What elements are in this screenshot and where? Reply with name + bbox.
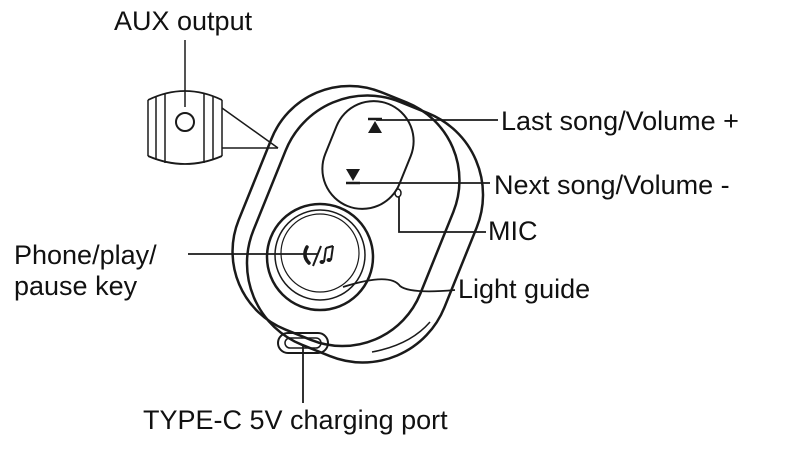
down-arrow-bar-icon xyxy=(346,169,360,185)
aux-inset xyxy=(147,40,279,165)
phone-music-note-icon xyxy=(303,245,334,267)
phone-key-label: Phone/play/ pause key xyxy=(14,240,157,302)
up-arrow-bar-icon xyxy=(368,117,382,133)
phone-key-label-line1: Phone/play/ xyxy=(14,240,157,270)
aux-output-label: AUX output xyxy=(114,6,253,36)
last-song-label: Last song/Volume + xyxy=(501,106,739,136)
phone-play-pause-key[interactable] xyxy=(265,202,375,312)
volume-rocker[interactable] xyxy=(310,89,425,221)
leader-lines xyxy=(188,119,498,403)
device-body xyxy=(231,84,485,364)
phone-key-label-line2: pause key xyxy=(14,271,138,301)
mic-label: MIC xyxy=(488,216,538,246)
light-guide-label: Light guide xyxy=(458,274,591,304)
mic-hole xyxy=(394,188,402,198)
typec-port-label: TYPE-C 5V charging port xyxy=(143,405,448,435)
leader-light-guide xyxy=(342,278,456,293)
aux-jack-icon xyxy=(175,112,195,132)
next-song-label: Next song/Volume - xyxy=(494,170,730,200)
leader-mic xyxy=(398,197,486,233)
